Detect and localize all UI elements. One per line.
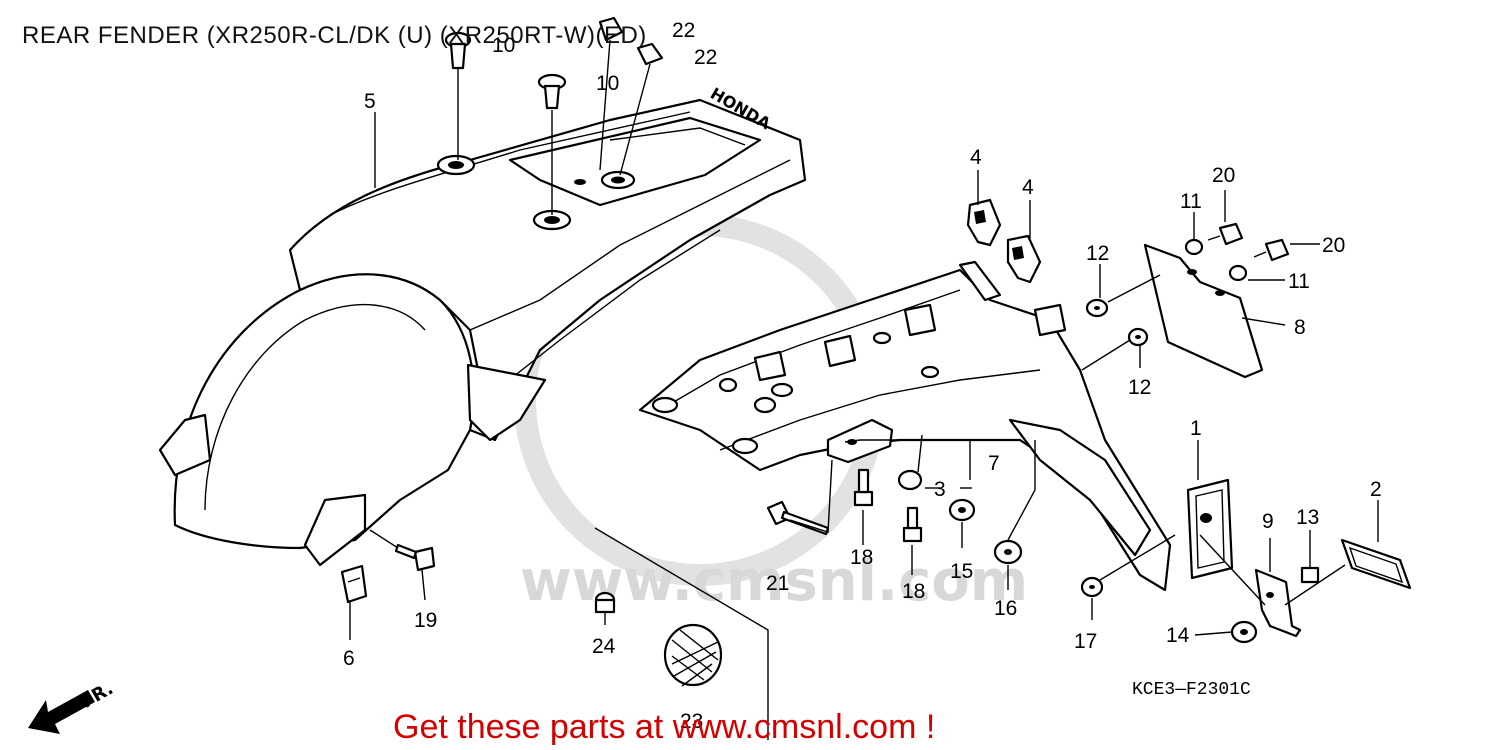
clip-part-22a [598,16,624,42]
nut-part-10b [537,73,567,110]
callout-11a: 11 [1180,190,1202,213]
bolt-part-20b [1253,238,1290,262]
callout-4a: 4 [970,146,982,169]
callout-2: 2 [1370,478,1382,501]
callout-12b: 12 [1128,376,1151,399]
leader-lines [349,39,1379,740]
diagram-code: KCE3—F2301C [1132,680,1251,700]
callout-1: 1 [1190,417,1202,440]
callout-7: 7 [988,452,1000,475]
callout-20a: 20 [1212,164,1235,187]
callout-4b: 4 [1022,176,1034,199]
bolt-part-18b [902,506,923,543]
callout-10a: 10 [492,34,515,57]
reflector-part-1 [1186,478,1234,580]
callout-19: 19 [414,609,437,632]
callout-15: 15 [950,560,973,583]
bolt-part-20a [1207,222,1244,246]
license-plate-part-8 [1143,243,1264,379]
reflector-part-23 [663,623,723,687]
callout-6: 6 [343,647,355,670]
callout-9: 9 [1262,510,1274,533]
callout-5: 5 [364,90,376,113]
clip-part-22b [636,42,664,66]
callout-16: 16 [994,597,1017,620]
callout-23: 23 [680,710,703,733]
rear-fender-part-5: HONDA [158,84,807,567]
callout-18b: 18 [902,580,925,603]
grommet-part-12a [1085,298,1109,318]
inner-fender-part-7 [638,260,1172,592]
callout-18a: 18 [850,546,873,569]
callout-20b: 20 [1322,234,1345,257]
reflector-part-2 [1340,538,1412,590]
washer-part-11b [1228,264,1248,282]
washer-part-11a [1184,238,1204,256]
grommet-part-12b [1127,327,1149,347]
callout-22a: 22 [672,19,695,42]
bolt-part-18a [853,468,874,507]
nut-part-13 [1300,560,1320,584]
spacer-part-3 [897,469,923,491]
promo-link[interactable]: Get these parts at www.cmsnl.com ! [393,708,935,746]
clip-part-4a [966,198,1002,247]
nut-part-24 [594,591,616,614]
nut-part-15 [948,498,976,522]
nut-part-14 [1230,620,1258,644]
nut-part-10a [444,31,472,70]
bracket-part-9 [1254,568,1302,638]
callout-14: 14 [1166,624,1190,647]
callout-labels: 5 10 10 22 22 4 4 12 12 11 11 20 20 8 7 … [343,19,1382,733]
callout-13: 13 [1296,506,1319,529]
clip-part-6 [340,564,368,604]
callout-12a: 12 [1086,242,1109,265]
page-title: REAR FENDER (XR250R-CL/DK (U) (XR250RT-W… [22,22,647,49]
callout-17: 17 [1074,630,1097,653]
callout-21: 21 [766,572,789,595]
callout-8: 8 [1294,316,1306,339]
front-direction-arrow: FR. [28,678,117,734]
callout-10b: 10 [596,72,619,95]
clip-part-4b [1006,234,1042,284]
callout-22b: 22 [694,46,717,69]
callout-24: 24 [592,635,616,658]
nut-part-17 [1080,576,1104,598]
nut-part-16 [993,539,1023,565]
bolt-part-19 [394,543,436,572]
callout-11b: 11 [1288,270,1310,293]
callout-3: 3 [934,478,946,501]
